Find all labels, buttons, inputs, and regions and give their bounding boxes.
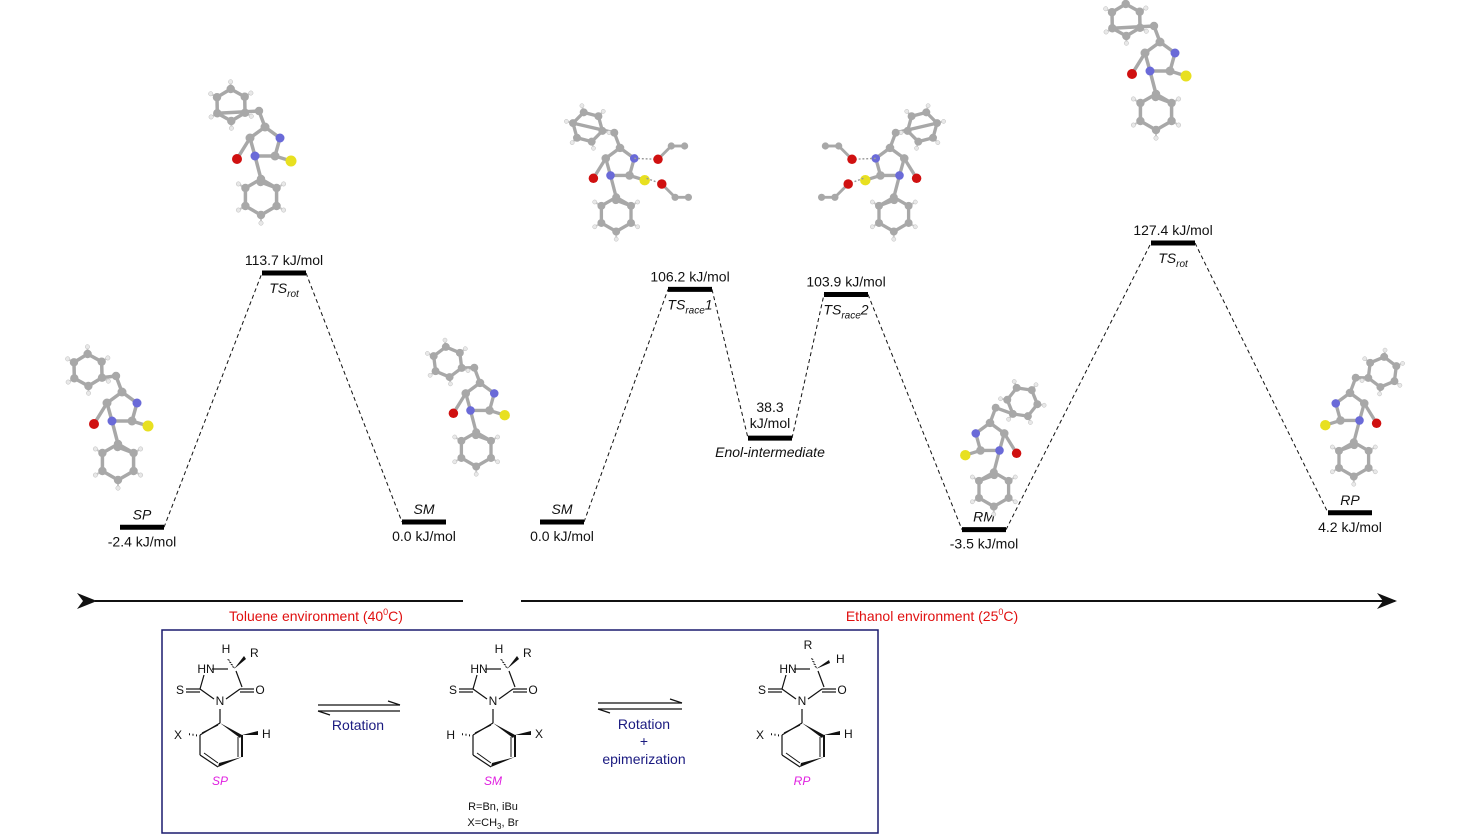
svg-text:X: X [174,728,182,742]
energy-value-RM: -3.5 kJ/mol [950,536,1018,552]
molecule-RP [1320,347,1405,487]
molecule-RM [960,379,1047,517]
scheme-border [161,629,879,834]
svg-text:H: H [222,642,231,656]
svg-text:R: R [250,646,259,660]
energy-value-SM_e: 0.0 kJ/mol [530,528,594,544]
molecule-renderings [65,0,1405,517]
state-label-RP: RP [1340,492,1360,508]
svg-text:H: H [836,652,845,666]
connector-TSrace1-Enol [711,289,749,439]
energy-value-Enol: 38.3 [756,399,783,415]
equilibrium-arrow-rotation: Rotation [317,700,401,733]
rotation-epimerization-label-2: + [640,733,648,749]
state-label-TSrace2: TSrace2 [823,301,868,321]
svg-text:O: O [837,683,846,697]
svg-text:HN: HN [779,662,796,676]
structure-RP: HN O S N H R X H RP [756,638,853,788]
svg-text:HN: HN [197,662,214,676]
environment-axes: Toluene environment (400C) Ethanol envir… [77,593,1397,624]
molecule-SP [65,344,154,491]
svg-text:H: H [446,728,455,742]
rotation-epimerization-label-3: epimerization [602,751,685,767]
connector-Enol-TSrace2 [791,294,825,439]
state-label-SM_t: SM [414,501,435,517]
state-label-Enol: Enol-intermediate [715,444,825,460]
substituent-note-x: X=CH3, Br [467,817,519,831]
energy-value-TSrot_e: 127.4 kJ/mol [1133,222,1212,238]
svg-text:N: N [216,694,225,708]
svg-text:O: O [528,683,537,697]
toluene-environment-label: Toluene environment (400C) [229,607,403,624]
molecule-TSrace1 [564,103,693,242]
svg-text:R: R [804,638,813,652]
connector-TSrace2-RM [867,294,963,530]
structure-SM: HN O S N R H H X SM [446,642,543,788]
state-label-TSrot_t: TSrot [269,280,300,300]
energy-value-RP: 4.2 kJ/mol [1318,519,1382,535]
state-label-RM: RM [973,509,995,525]
state-label-TSrot_e: TSrot [1158,250,1189,270]
connector-RM-TSrot_e [1005,242,1152,530]
svg-text:N: N [798,694,807,708]
svg-text:H: H [262,727,271,741]
rotation-label: Rotation [332,717,384,733]
state-label-TSrace1: TSrace1 [667,296,712,316]
connector-SM_e-TSrace1 [583,289,669,523]
svg-text:O: O [255,683,264,697]
svg-text:N: N [489,694,498,708]
energy-value-SP: -2.4 kJ/mol [108,533,176,549]
state-label-SM_e: SM [552,501,573,517]
svg-text:S: S [449,683,457,697]
compound-name-RP: RP [794,774,811,788]
energy-value-TSrot_t: 113.7 kJ/mol [245,252,323,268]
structure-SP: HN O S N R H X H SP [174,642,271,788]
substituent-note-r: R=Bn, iBu [468,801,518,813]
reaction-scheme: Rotation Rotation + epimerization HNOSNR… [161,629,879,834]
svg-text:S: S [176,683,184,697]
ethanol-environment-label: Ethanol environment (250C) [846,607,1018,624]
energy-value-TSrace2: 103.9 kJ/mol [806,273,885,289]
svg-text:S: S [758,683,766,697]
compound-name-SP: SP [212,774,228,788]
equilibrium-arrow-epimerization: Rotation + epimerization [597,698,686,767]
molecule-TSrace2 [817,103,946,242]
svg-text:X: X [756,728,764,742]
rotation-epimerization-label-1: Rotation [618,716,670,732]
svg-text:H: H [495,642,504,656]
connector-TSrot_t-SM_t [305,272,403,523]
compound-name-SM: SM [484,774,502,788]
svg-text:HN: HN [470,662,487,676]
molecule-TSrot-ethanol [1103,0,1192,141]
energy-value-SM_t: 0.0 kJ/mol [392,528,456,544]
svg-text:R: R [523,646,532,660]
molecule-SM-toluene [425,337,510,477]
state-label-SP: SP [133,506,152,522]
connector-TSrot_e-RP [1194,242,1329,514]
energy-value-TSrace1: 106.2 kJ/mol [650,268,729,284]
energy-value-Enol: kJ/mol [750,415,790,431]
svg-text:X: X [535,727,543,741]
molecule-TSrot-toluene [208,79,297,226]
connector-SP-TSrot_t [163,272,263,528]
svg-text:H: H [844,727,853,741]
